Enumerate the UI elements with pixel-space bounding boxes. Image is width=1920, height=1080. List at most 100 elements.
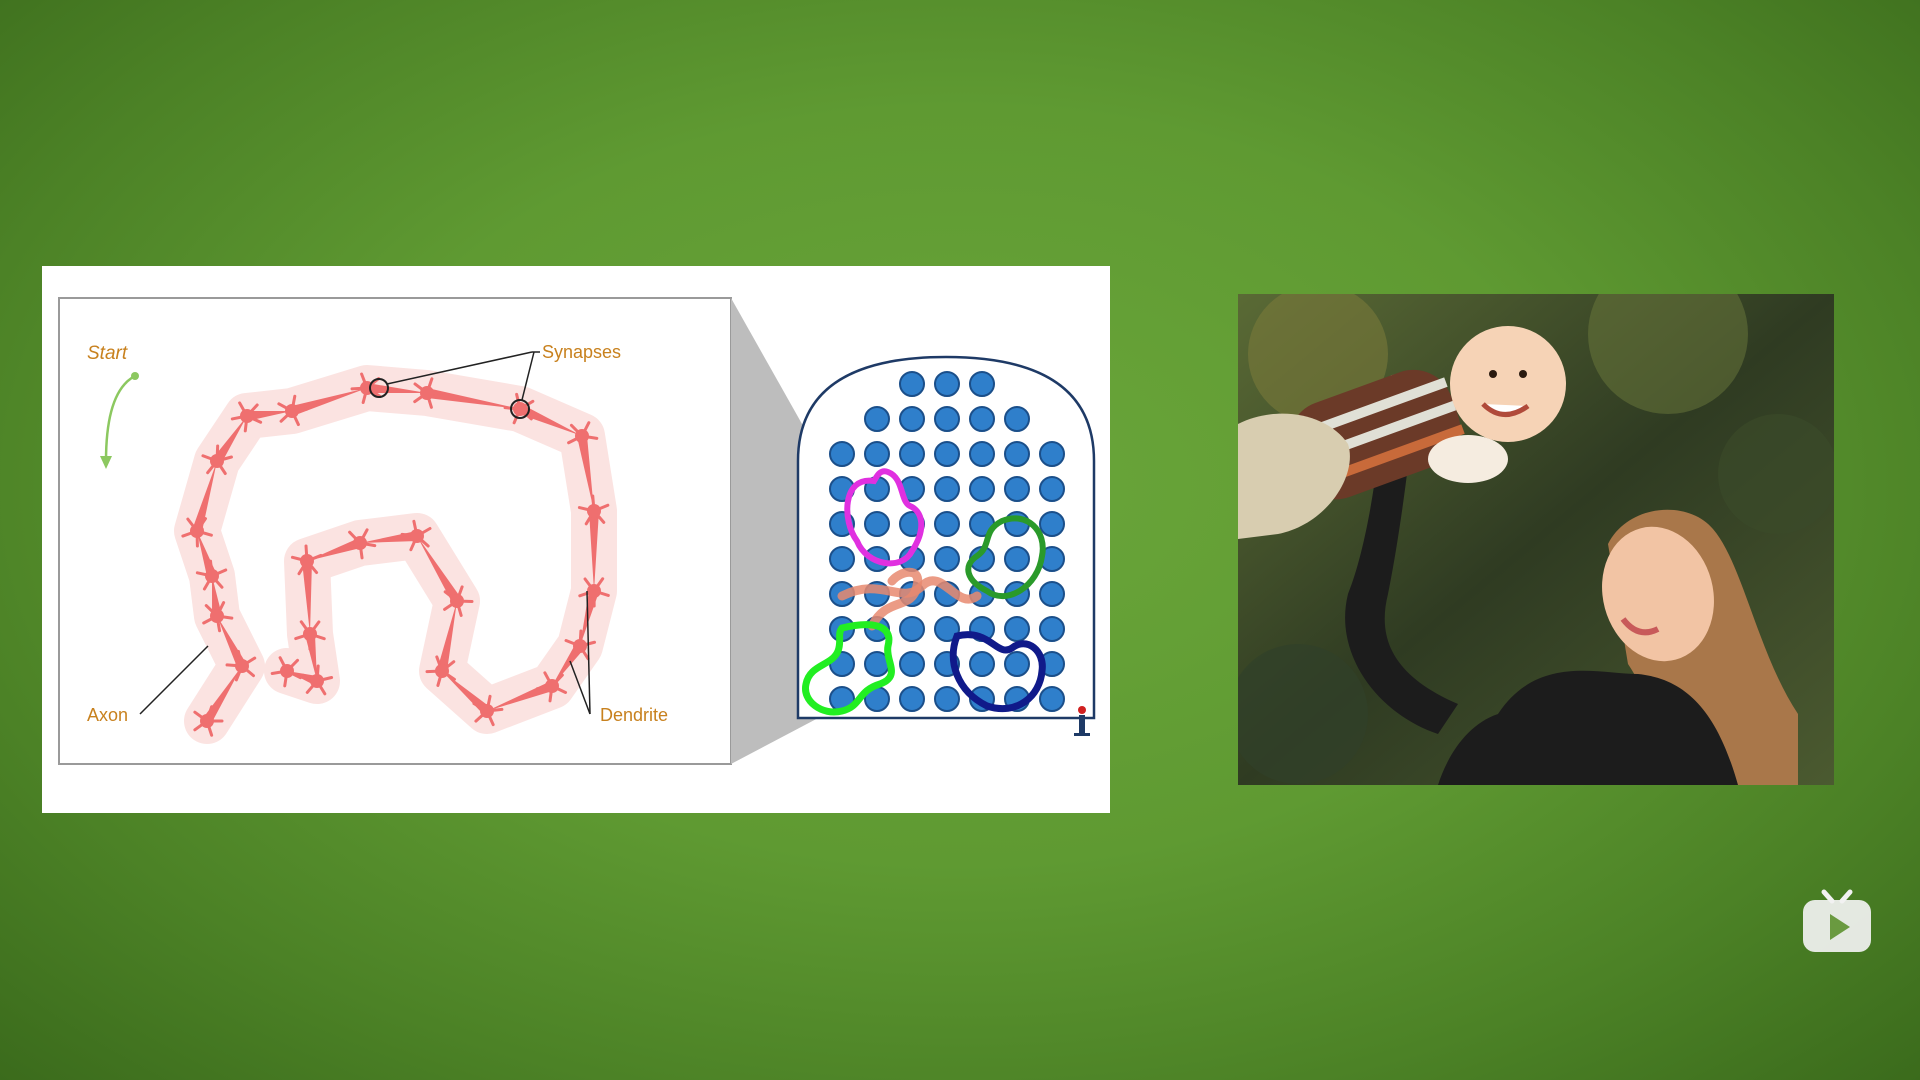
neuron-grid-dot xyxy=(899,686,925,712)
tv-play-icon[interactable] xyxy=(1800,886,1874,956)
neuron-cell xyxy=(503,392,535,425)
neuron-cell xyxy=(290,544,323,576)
neuron-diagram: Start Synapses Axon Dendrite xyxy=(58,297,1096,765)
navy-grouping xyxy=(949,631,1046,713)
neuron-cell xyxy=(201,444,233,476)
neuron-cell xyxy=(277,394,309,427)
neuron-axon-segment xyxy=(290,388,367,416)
neuron-grid-dots xyxy=(829,371,1065,712)
neuron-cells xyxy=(181,372,610,737)
synapses-label: Synapses xyxy=(542,342,621,362)
neuron-grid-dot xyxy=(934,546,960,572)
neuron-grid-dot xyxy=(1039,686,1065,712)
axon-label: Axon xyxy=(87,705,128,725)
neuron-grid-dot xyxy=(969,476,995,502)
start-label: Start xyxy=(87,343,128,364)
neuron-grid-dot xyxy=(1039,476,1065,502)
neuron-grid-dot xyxy=(829,546,855,572)
neuron-grid-dot xyxy=(934,511,960,537)
synapse-marker xyxy=(369,378,389,398)
neuron-grid-dot xyxy=(969,441,995,467)
neuron-grid-dot xyxy=(1004,546,1030,572)
synapse-leader-line xyxy=(386,351,533,385)
neuron-axon-segment xyxy=(552,643,585,686)
neuron-cell xyxy=(535,671,568,703)
neuron-axon-segment xyxy=(305,633,317,681)
neuron-grid-dot xyxy=(899,371,925,397)
neuron-cell xyxy=(345,528,377,560)
neuron-axon-segment xyxy=(417,536,462,604)
neuron-grid-dot xyxy=(899,651,925,677)
neuron-grid-dot xyxy=(1004,441,1030,467)
start-arrow-icon xyxy=(100,372,139,469)
neuron-grid-dot xyxy=(1004,406,1030,432)
neuron-cell xyxy=(195,559,228,591)
neuron-grid-dot xyxy=(934,686,960,712)
neuron-cell xyxy=(443,585,474,617)
neuron-cell xyxy=(577,494,610,526)
neuron-cell xyxy=(294,620,326,651)
neuron-cell xyxy=(400,519,432,552)
neuron-cell xyxy=(202,601,234,633)
neuron-axon-segment xyxy=(518,404,582,436)
magenta-grouping xyxy=(844,468,925,567)
neuron-grid-dot xyxy=(934,371,960,397)
neuron-cell xyxy=(230,401,263,433)
person-figure-icon xyxy=(1074,706,1090,736)
neuron-axon-segment xyxy=(426,388,520,409)
neuron-cell xyxy=(425,655,456,687)
neuron-cell xyxy=(301,664,334,696)
neuron-axon-segment xyxy=(577,435,594,511)
neuron-grid-dot xyxy=(1039,581,1065,607)
neuron-grid-dot xyxy=(934,406,960,432)
neuron-grid-dot xyxy=(899,406,925,432)
neuron-grid-dot xyxy=(934,616,960,642)
neuron-grid-dot xyxy=(899,441,925,467)
mother-baby-photo xyxy=(1238,294,1834,785)
neuron-grid-dot xyxy=(829,441,855,467)
synapse-leader-line xyxy=(521,351,535,401)
neuron-cell xyxy=(181,517,213,548)
neuron-cell xyxy=(564,629,597,661)
dendrite-label: Dendrite xyxy=(600,705,668,725)
neuron-cell xyxy=(270,656,302,688)
synapse-markers xyxy=(369,351,540,419)
neuron-cell xyxy=(413,377,444,409)
neuron-axon-segment xyxy=(212,416,247,464)
neuron-cell xyxy=(193,705,224,737)
neuron-axon-segment xyxy=(212,576,222,617)
neuron-axon-segment xyxy=(302,560,312,634)
axon-leader-line xyxy=(139,645,209,715)
neuron-axon-segment xyxy=(246,411,292,421)
neuron-grid-dot xyxy=(864,406,890,432)
neuron-axon-segment xyxy=(192,461,217,533)
dendrite-leader-line xyxy=(569,660,591,715)
neuron-cell xyxy=(578,577,610,608)
neuron-cell xyxy=(225,649,257,682)
neuron-cell xyxy=(567,421,599,453)
salmon-grouping-path-2 xyxy=(837,576,982,604)
neuron-grid-dot xyxy=(864,511,890,537)
neuron-grid-dot xyxy=(1039,441,1065,467)
neuron-diagram-panel: Start Synapses Axon Dendrite xyxy=(42,266,1110,813)
neuron-axon-segment xyxy=(202,666,242,724)
neuron-grid-dot xyxy=(1039,616,1065,642)
neuron-grid-dot xyxy=(1039,511,1065,537)
neuron-grid-dot xyxy=(864,441,890,467)
neuron-grid-dot xyxy=(1004,616,1030,642)
light-green-grouping xyxy=(802,621,895,716)
neuron-grid-dot xyxy=(1004,651,1030,677)
green-grouping xyxy=(965,515,1046,599)
neuron-axon-segment xyxy=(589,511,599,591)
photo-illustration xyxy=(1238,294,1834,785)
neuron-grid-dot xyxy=(934,476,960,502)
neuron-grid-dot xyxy=(969,406,995,432)
neuron-axon-segment xyxy=(366,383,427,393)
synapse-marker xyxy=(510,399,530,419)
neuron-grid-dot xyxy=(1004,476,1030,502)
neuron-axon-segment xyxy=(442,671,491,715)
neuron-cell xyxy=(472,694,504,727)
neuron-grid-dot xyxy=(899,616,925,642)
neuron-grid-dot xyxy=(969,371,995,397)
